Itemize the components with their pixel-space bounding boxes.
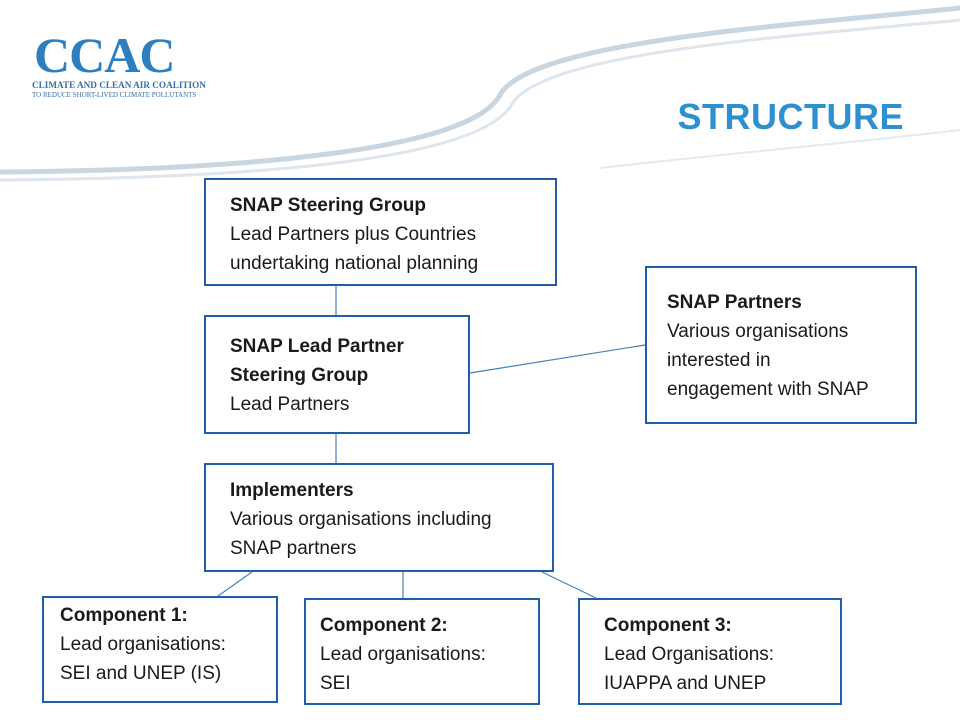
box-heading: Component 2: [320,615,448,636]
box-line: Lead organisations: [320,644,486,665]
ccac-logo: CCAC CLIMATE AND CLEAN AIR COALITION TO … [30,27,206,104]
box-line: undertaking national planning [230,253,479,274]
box-heading: Component 3: [604,615,732,636]
box-line: engagement with SNAP [667,379,869,400]
box-heading: Component 1: [60,605,188,626]
logo-tagline: TO REDUCE SHORT-LIVED CLIMATE POLLUTANTS [32,91,197,99]
box-line: Lead Partners plus Countries [230,224,477,245]
box-heading: SNAP Lead Partner [230,336,404,357]
logo-subtitle: CLIMATE AND CLEAN AIR COALITION [32,80,206,90]
box-snap-steering-group: SNAP Steering Group Lead Partners plus C… [204,178,557,286]
box-component-2: Component 2: Lead organisations: SEI [304,598,540,705]
box-line: SEI [320,673,351,694]
box-line: SEI and UNEP (IS) [60,663,222,684]
box-line: Various organisations including [230,509,492,530]
box-snap-lead-partner-steering-group: SNAP Lead Partner Steering Group Lead Pa… [204,315,470,434]
connector-implementers-c1 [217,571,253,597]
box-component-1: Component 1: Lead organisations: SEI and… [42,596,278,703]
box-line: interested in [667,350,771,371]
box-line: Various organisations [667,321,849,342]
box-line: SNAP partners [230,538,357,559]
box-implementers: Implementers Various organisations inclu… [204,463,554,572]
box-line: Lead organisations: [60,634,226,655]
box-component-3: Component 3: Lead Organisations: IUAPPA … [578,598,842,705]
box-heading: Implementers [230,480,354,501]
box-heading: SNAP Partners [667,292,802,313]
box-heading: SNAP Steering Group [230,195,427,216]
box-line: IUAPPA and UNEP [604,673,767,694]
box-snap-partners: SNAP Partners Various organisations inte… [645,266,917,424]
connector-implementers-c3 [541,571,597,599]
box-line: Lead Organisations: [604,644,775,665]
box-heading: Steering Group [230,365,369,386]
box-line: Lead Partners [230,394,350,415]
logo-wordmark: CCAC [34,27,175,83]
page-title: STRUCTURE [677,96,904,137]
connector-lead-partners [469,344,646,374]
